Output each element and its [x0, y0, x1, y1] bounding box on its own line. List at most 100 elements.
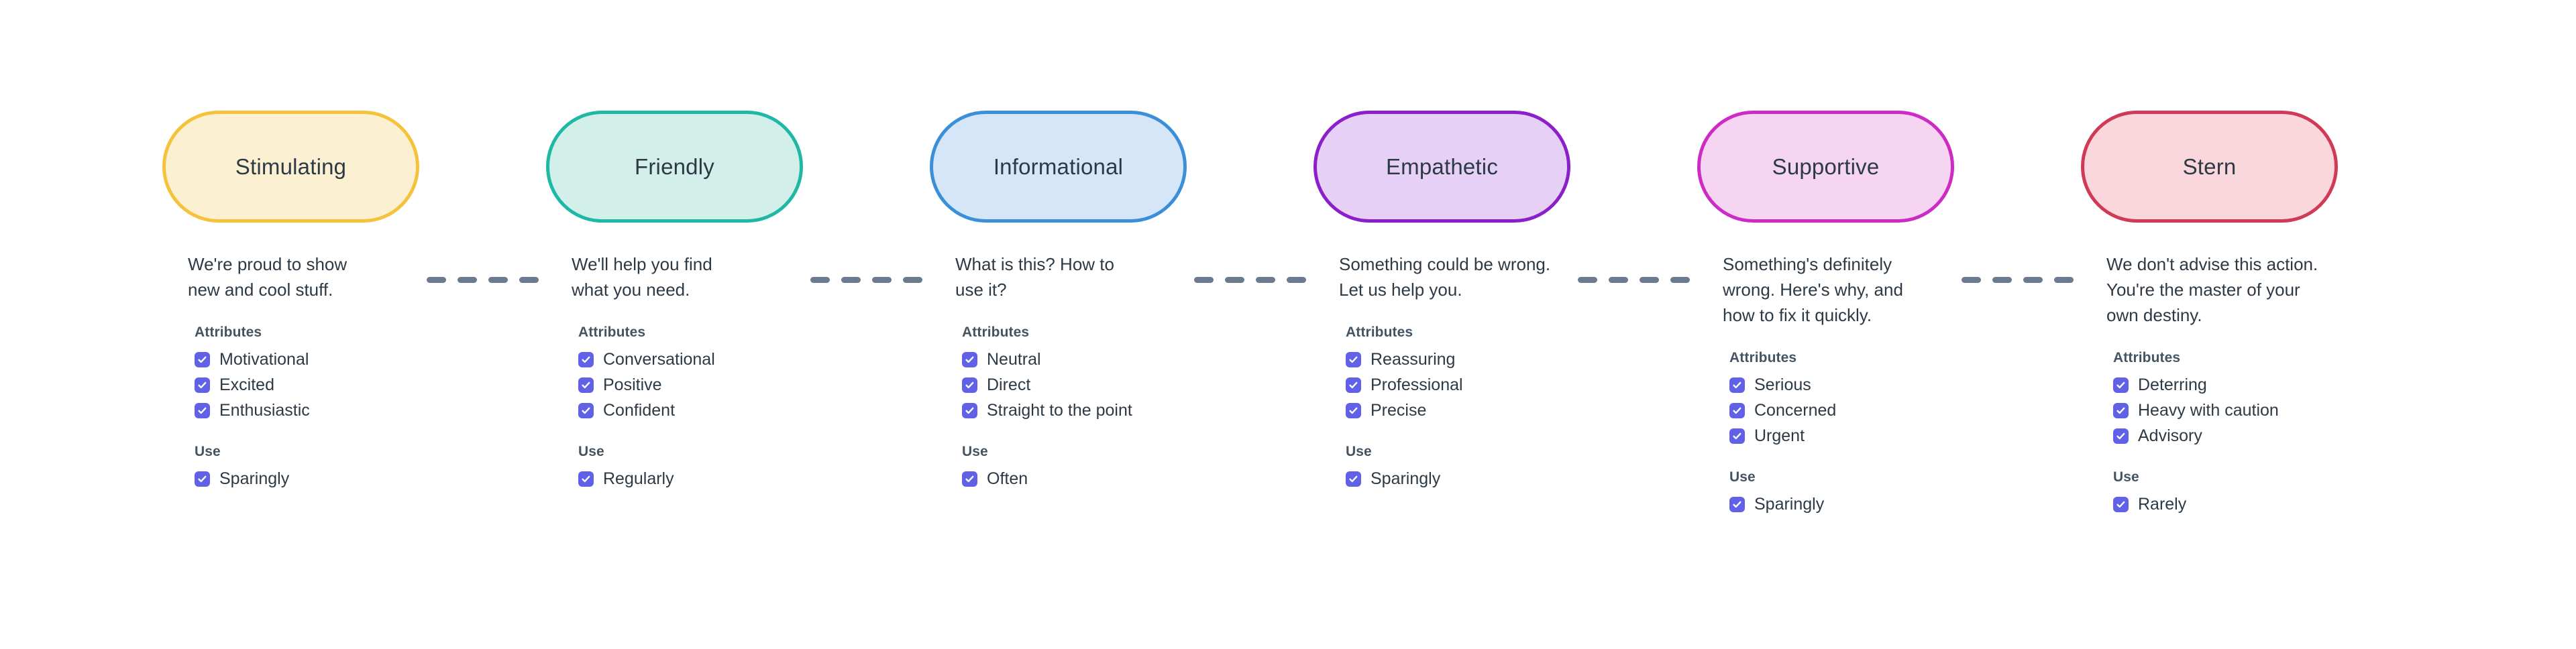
attributes-item-label: Professional: [1371, 375, 1463, 394]
use-heading: Use: [962, 444, 988, 459]
connector-dash: [1287, 277, 1306, 283]
attributes-heading: Attributes: [1729, 350, 1797, 365]
pill-wrapper: Stern: [2081, 111, 2338, 223]
use-item-label: Rarely: [2138, 495, 2187, 514]
checked-checkbox-icon[interactable]: [2113, 428, 2129, 444]
checked-checkbox-icon[interactable]: [1729, 403, 1745, 418]
attributes-item[interactable]: Urgent: [1729, 425, 1971, 447]
tone-pill[interactable]: Friendly: [546, 111, 803, 223]
use-item-label: Sparingly: [219, 469, 290, 488]
checked-checkbox-icon[interactable]: [1729, 377, 1745, 393]
connector-dash: [1670, 277, 1690, 283]
attributes-item[interactable]: Confident: [578, 400, 820, 422]
tone-pill-label: Empathetic: [1385, 154, 1499, 179]
checked-checkbox-icon[interactable]: [578, 403, 594, 418]
checked-checkbox-icon[interactable]: [578, 471, 594, 487]
connector-dash: [427, 277, 446, 283]
checked-checkbox-icon[interactable]: [1346, 471, 1361, 487]
checked-checkbox-icon[interactable]: [2113, 403, 2129, 418]
checked-checkbox-icon[interactable]: [578, 377, 594, 393]
dashed-connector-icon: [803, 277, 930, 283]
tone-pill-label: Informational: [993, 154, 1124, 179]
attributes-item[interactable]: Deterring: [2113, 374, 2355, 396]
use-item[interactable]: Sparingly: [1729, 493, 1971, 516]
checked-checkbox-icon[interactable]: [195, 352, 210, 367]
use-item[interactable]: Regularly: [578, 468, 820, 490]
checked-checkbox-icon[interactable]: [1729, 428, 1745, 444]
connector-dash: [2023, 277, 2043, 283]
attributes-item[interactable]: Concerned: [1729, 400, 1971, 422]
checked-checkbox-icon[interactable]: [1346, 352, 1361, 367]
attributes-item[interactable]: Conversational: [578, 349, 820, 371]
attributes-item[interactable]: Professional: [1346, 374, 1587, 396]
attributes-item-label: Direct: [987, 375, 1031, 394]
attributes-item[interactable]: Straight to the point: [962, 400, 1203, 422]
attributes-item[interactable]: Serious: [1729, 374, 1971, 396]
connector-dash: [2054, 277, 2074, 283]
tone-pill[interactable]: Stern: [2081, 111, 2338, 223]
use-item[interactable]: Often: [962, 468, 1203, 490]
connector-dash: [1578, 277, 1597, 283]
checked-checkbox-icon[interactable]: [1346, 377, 1361, 393]
use-heading: Use: [2113, 469, 2139, 485]
attributes-item[interactable]: Enthusiastic: [195, 400, 436, 422]
connector-dash: [872, 277, 892, 283]
attributes-item[interactable]: Neutral: [962, 349, 1203, 371]
checked-checkbox-icon[interactable]: [962, 471, 977, 487]
connector-dash: [458, 277, 477, 283]
connector-dash: [903, 277, 922, 283]
checked-checkbox-icon[interactable]: [578, 352, 594, 367]
use-item-label: Sparingly: [1371, 469, 1441, 488]
attributes-item[interactable]: Positive: [578, 374, 820, 396]
use-item[interactable]: Sparingly: [195, 468, 436, 490]
checked-checkbox-icon[interactable]: [1346, 403, 1361, 418]
connector-dash: [810, 277, 830, 283]
attributes-item-label: Excited: [219, 375, 274, 394]
checked-checkbox-icon[interactable]: [195, 403, 210, 418]
tone-pill[interactable]: Informational: [930, 111, 1187, 223]
attributes-item-label: Concerned: [1754, 401, 1837, 420]
attributes-item-label: Urgent: [1754, 426, 1805, 445]
checked-checkbox-icon[interactable]: [195, 471, 210, 487]
tone-pill-label: Stern: [2182, 154, 2237, 179]
attributes-item[interactable]: Precise: [1346, 400, 1587, 422]
tone-description: Something's definitely wrong. Here's why…: [1723, 254, 1903, 325]
checked-checkbox-icon[interactable]: [962, 377, 977, 393]
use-heading: Use: [1729, 469, 1756, 485]
checked-checkbox-icon[interactable]: [2113, 497, 2129, 512]
attributes-item[interactable]: Direct: [962, 374, 1203, 396]
attributes-item[interactable]: Motivational: [195, 349, 436, 371]
tone-pill[interactable]: Empathetic: [1313, 111, 1570, 223]
checked-checkbox-icon[interactable]: [962, 403, 977, 418]
checked-checkbox-icon[interactable]: [2113, 377, 2129, 393]
attributes-item[interactable]: Reassuring: [1346, 349, 1587, 371]
tone-pill[interactable]: Stimulating: [162, 111, 419, 223]
attributes-heading: Attributes: [962, 324, 1030, 340]
use-item[interactable]: Rarely: [2113, 493, 2355, 516]
use-item[interactable]: Sparingly: [1346, 468, 1587, 490]
dashed-connector-icon: [419, 277, 546, 283]
attributes-item[interactable]: Advisory: [2113, 425, 2355, 447]
attributes-item[interactable]: Excited: [195, 374, 436, 396]
attributes-item-label: Straight to the point: [987, 401, 1132, 420]
tone-pill[interactable]: Supportive: [1697, 111, 1954, 223]
checked-checkbox-icon[interactable]: [1729, 497, 1745, 512]
use-heading: Use: [1346, 444, 1372, 459]
pill-wrapper: Empathetic: [1313, 111, 1690, 283]
attributes-item-label: Motivational: [219, 350, 309, 369]
checked-checkbox-icon[interactable]: [962, 352, 977, 367]
use-heading: Use: [195, 444, 221, 459]
checked-checkbox-icon[interactable]: [195, 377, 210, 393]
attributes-item[interactable]: Heavy with caution: [2113, 400, 2355, 422]
